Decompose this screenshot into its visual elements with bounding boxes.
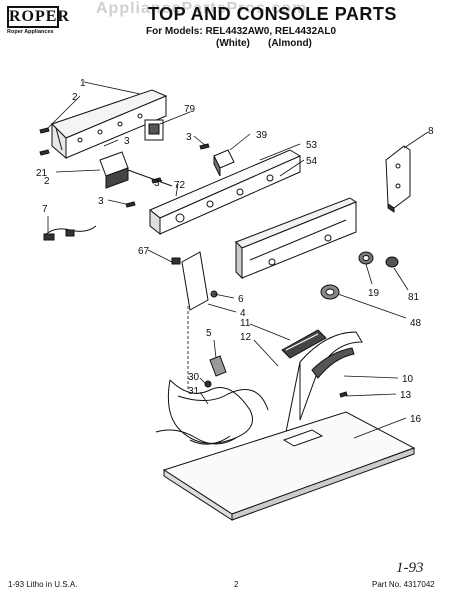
brand-tagline: Roper Appliances	[7, 29, 54, 35]
wire-harness-part	[43, 225, 97, 241]
top-panel-part	[162, 411, 416, 521]
callout-16: 16	[410, 414, 422, 425]
callout-6: 6	[238, 294, 244, 305]
callout-67: 67	[138, 246, 150, 257]
callout-2-bottom: 2	[44, 176, 50, 187]
clip-part	[209, 355, 227, 377]
callout-72: 72	[174, 180, 186, 191]
page-title: TOP AND CONSOLE PARTS	[148, 4, 397, 24]
callout-79: 79	[184, 104, 196, 115]
side-bracket-part	[385, 145, 411, 213]
screw-part	[39, 127, 348, 398]
color-white: (White)	[216, 38, 250, 49]
callout-19: 19	[368, 288, 380, 299]
watermark: AppliancePartsPros.com	[96, 0, 308, 17]
callout-53: 53	[306, 140, 318, 151]
callout-3-mid: 3	[186, 132, 192, 143]
callout-1: 1	[80, 78, 86, 89]
callout-3-left: 3	[124, 136, 130, 147]
control-console-part	[235, 197, 358, 280]
callout-10: 10	[402, 374, 414, 385]
callout-48: 48	[410, 318, 422, 329]
rear-bracket-part	[51, 89, 168, 160]
callout-39: 39	[256, 130, 268, 141]
callout-21: 21	[36, 168, 48, 179]
lint-duct-part	[285, 331, 363, 433]
callout-5: 5	[206, 328, 212, 339]
console-panel-part	[149, 149, 302, 236]
mounting-plate-part	[171, 251, 218, 311]
lamp-cover-part	[281, 329, 327, 359]
models-line: For Models: REL4432AW0, REL4432AL0	[146, 26, 337, 37]
leader-lines	[47, 81, 429, 439]
callout-3-inner: 3	[154, 178, 160, 189]
footer-part-number: Part No. 4317042	[372, 580, 435, 589]
switch-part	[213, 149, 235, 177]
callout-31: 31	[188, 386, 200, 397]
callout-30: 30	[188, 372, 200, 383]
wiring-part	[155, 379, 269, 445]
footer-litho: 1-93 Litho in U.S.A.	[8, 580, 78, 589]
callout-13: 13	[400, 390, 412, 401]
brand-logo: ROPER	[7, 6, 69, 28]
callout-8: 8	[428, 126, 434, 137]
timer-bracket-part	[144, 119, 164, 141]
footer-page-number: 2	[234, 580, 239, 589]
knob-part	[320, 251, 399, 300]
callout-3-lower: 3	[98, 196, 104, 207]
timer-part	[99, 151, 173, 189]
callout-11: 11	[240, 318, 251, 329]
callout-4: 4	[240, 308, 246, 319]
callout-54: 54	[306, 156, 318, 167]
callout-7: 7	[42, 204, 48, 215]
handwritten-note: 1-93	[396, 560, 424, 576]
callout-81: 81	[408, 292, 420, 303]
callout-2-top: 2	[72, 92, 78, 103]
callout-12: 12	[240, 332, 252, 343]
color-almond: (Almond)	[268, 38, 312, 49]
